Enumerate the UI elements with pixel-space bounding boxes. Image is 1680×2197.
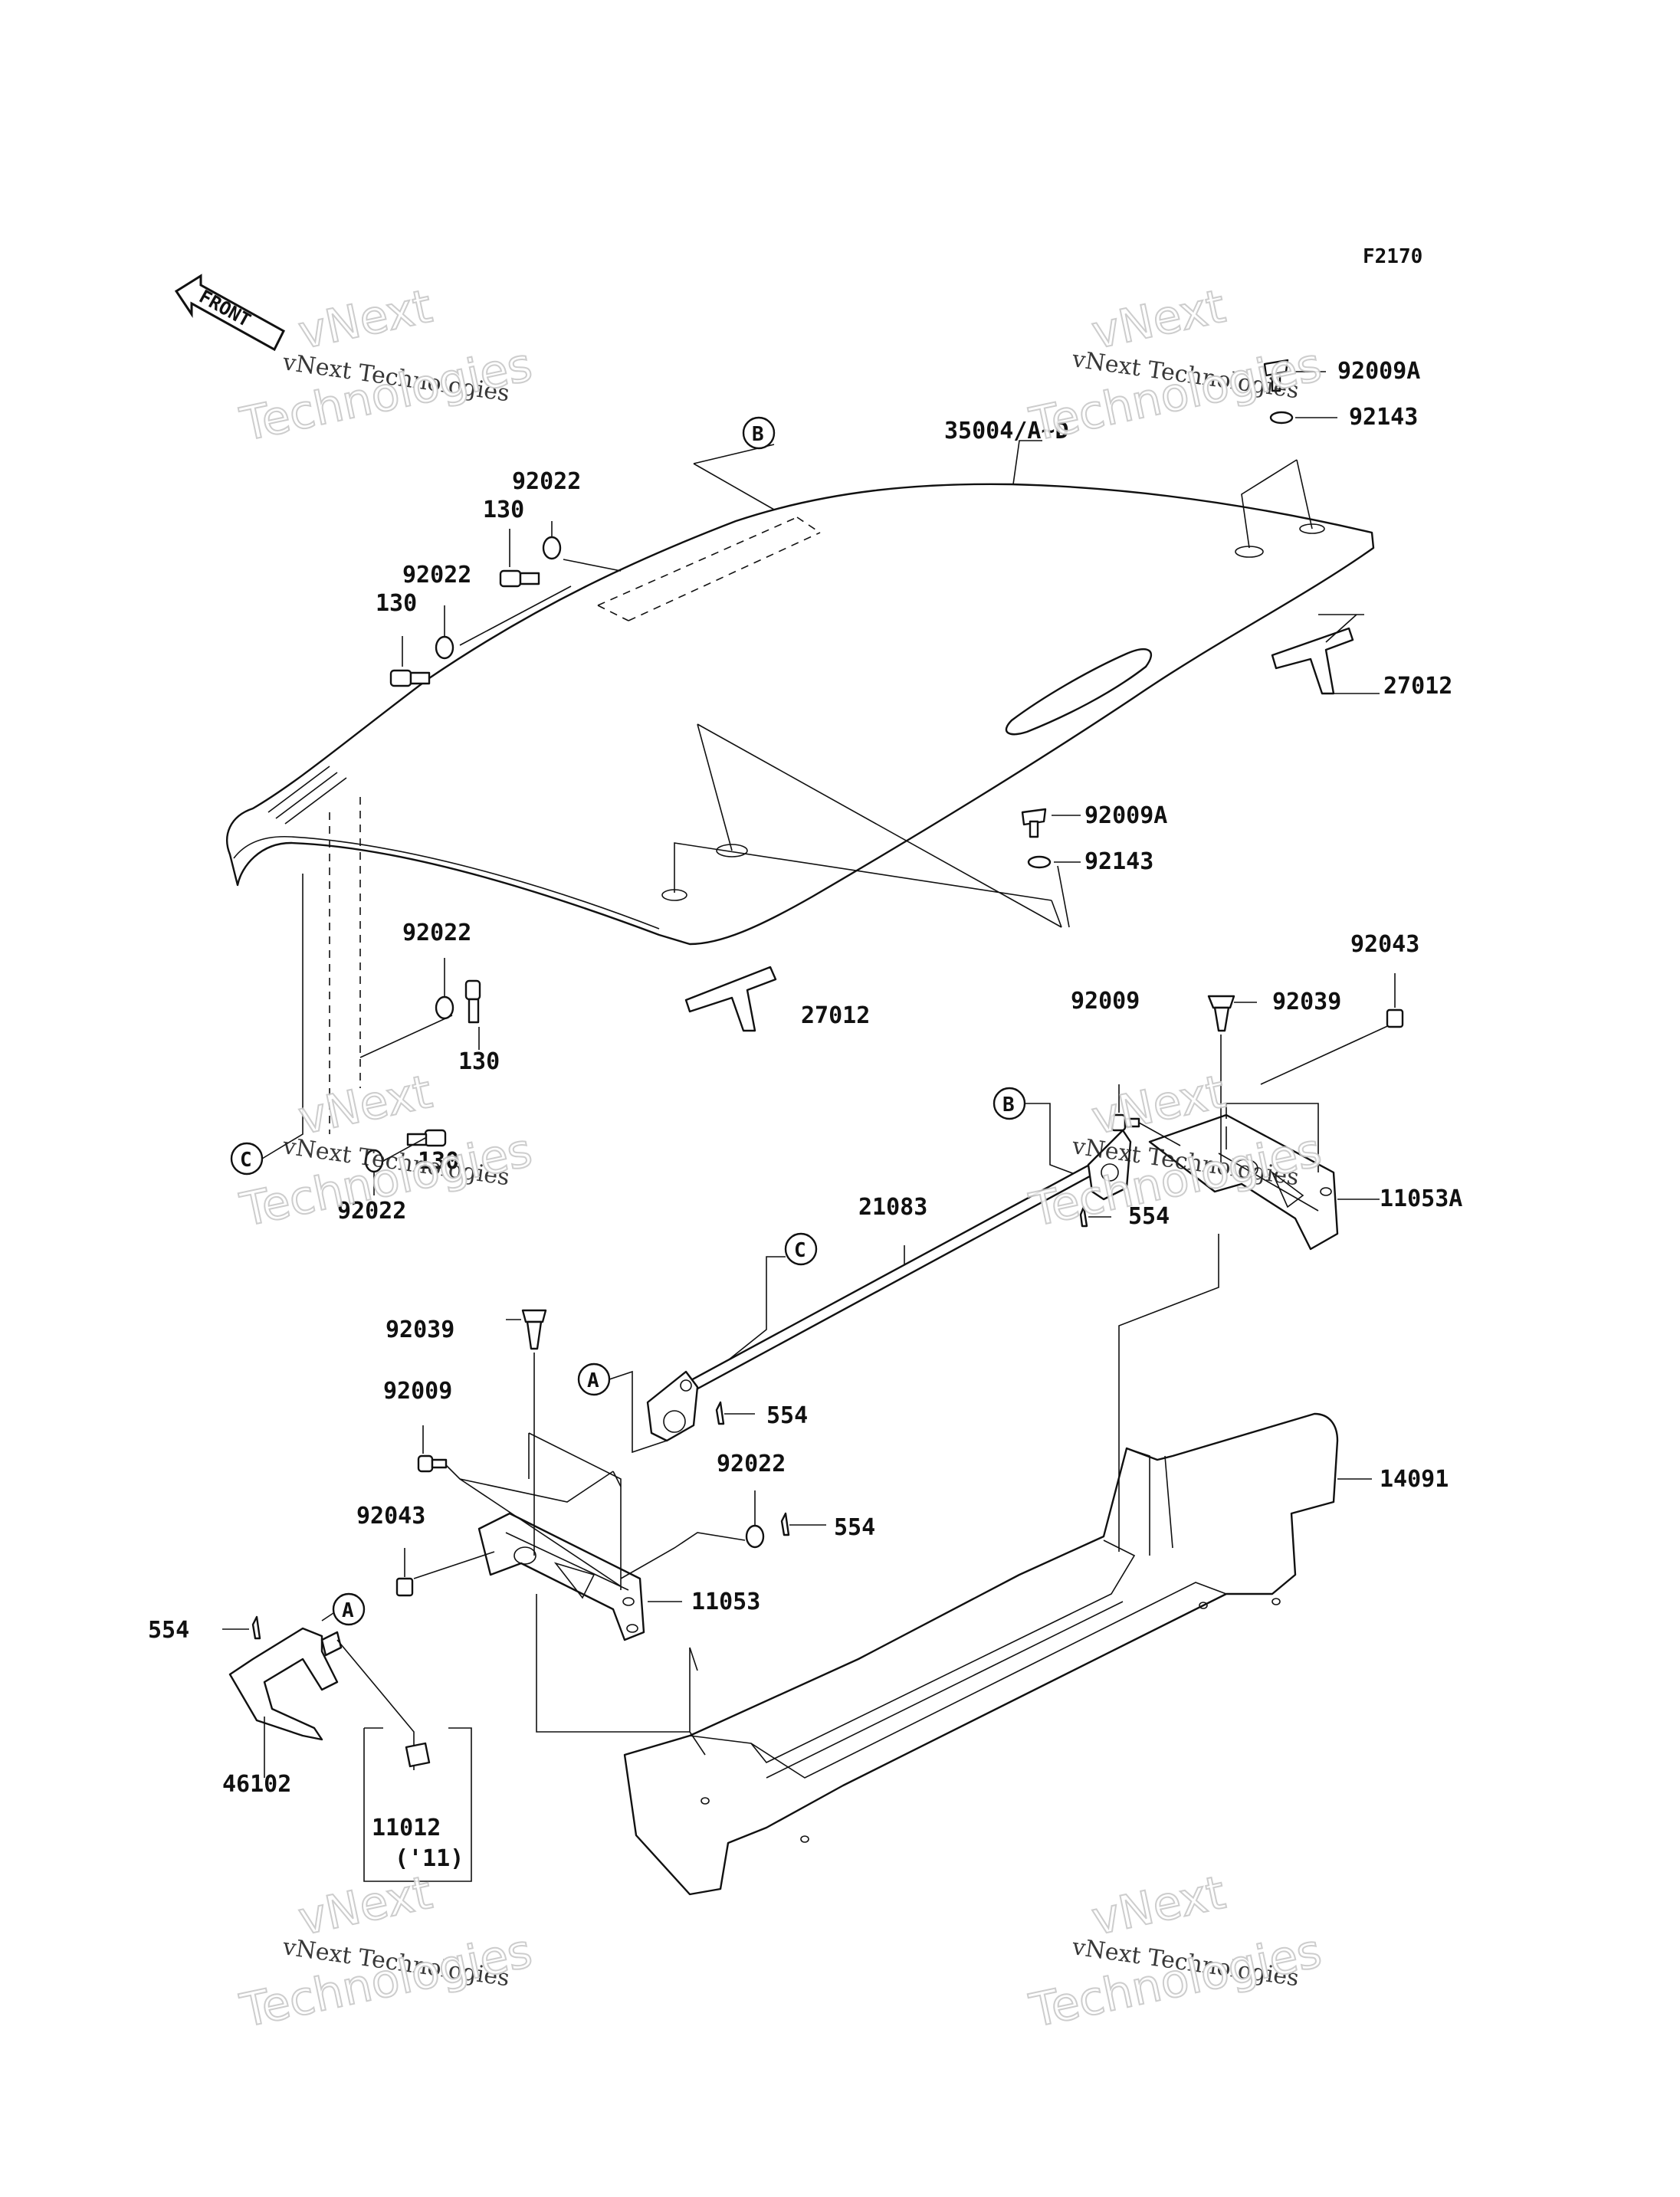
callout-a-mid-letter: A bbox=[587, 1369, 599, 1392]
bracket-11053a bbox=[1148, 1113, 1339, 1251]
svg-text:vNext: vNext bbox=[294, 1866, 437, 1946]
callout-a-mid: A bbox=[577, 1362, 668, 1454]
washer-92143-mid bbox=[1027, 855, 1052, 869]
pin-554-right bbox=[1079, 1205, 1088, 1228]
label-92009-right: 92009 bbox=[1071, 988, 1140, 1015]
label-92009-left: 92009 bbox=[383, 1378, 452, 1405]
label-92009a-mid: 92009A bbox=[1084, 802, 1167, 829]
label-130-top1: 130 bbox=[483, 497, 524, 523]
screw-92009-left bbox=[417, 1454, 448, 1473]
front-arrow-label: FRONT bbox=[195, 286, 254, 332]
callout-c-mid: C bbox=[727, 1232, 818, 1361]
lever-46102 bbox=[228, 1627, 343, 1741]
label-92022-top1: 92022 bbox=[512, 468, 581, 495]
bracket-11053 bbox=[477, 1512, 645, 1641]
label-554-mid2: 554 bbox=[834, 1514, 875, 1541]
label-92143-mid: 92143 bbox=[1084, 848, 1153, 875]
label-92022-left1: 92022 bbox=[402, 920, 471, 946]
label-130-left1: 130 bbox=[458, 1048, 500, 1075]
clip-92039-right bbox=[1207, 995, 1235, 1032]
label-92022-left2: 92022 bbox=[337, 1198, 406, 1225]
label-92043-right: 92043 bbox=[1350, 931, 1419, 958]
svg-text:Technologies: Technologies bbox=[236, 338, 537, 452]
label-92039-left: 92039 bbox=[386, 1317, 454, 1343]
guard-14091 bbox=[623, 1412, 1339, 1896]
svg-text:Technologies: Technologies bbox=[236, 1924, 537, 2038]
callout-a-left: A bbox=[321, 1592, 366, 1626]
label-35004: 35004/A~D bbox=[944, 418, 1069, 444]
svg-text:vNext: vNext bbox=[1088, 1866, 1230, 1946]
label-11012: 11012 bbox=[372, 1815, 441, 1841]
washer-92022-mid bbox=[745, 1524, 765, 1549]
callout-c-left: C bbox=[230, 874, 304, 1176]
pin-554-mid bbox=[715, 1401, 725, 1425]
label-21083: 21083 bbox=[858, 1194, 927, 1221]
label-11012-note: ('11) bbox=[395, 1845, 464, 1872]
pin-554-mid2 bbox=[780, 1512, 790, 1536]
svg-text:Technologies: Technologies bbox=[1025, 1924, 1327, 2038]
svg-text:Technologies: Technologies bbox=[1025, 338, 1327, 452]
label-11053: 11053 bbox=[691, 1589, 760, 1615]
label-92009a-top: 92009A bbox=[1337, 358, 1420, 385]
bolt-92043-right bbox=[1386, 1008, 1404, 1028]
label-92022-mid: 92022 bbox=[717, 1451, 786, 1477]
label-92143-top: 92143 bbox=[1349, 404, 1418, 431]
rod-21083 bbox=[646, 1129, 1132, 1442]
roof-panel bbox=[226, 483, 1375, 1134]
label-27012-mid: 27012 bbox=[801, 1002, 870, 1029]
washer-92022-left2 bbox=[364, 1149, 384, 1173]
svg-text:vNext: vNext bbox=[1088, 280, 1230, 360]
clip-92039-left bbox=[521, 1309, 547, 1350]
bolt-130-left1 bbox=[464, 979, 481, 1024]
callout-c-mid-letter: C bbox=[794, 1239, 806, 1262]
bolt-92009a-top bbox=[1263, 359, 1289, 392]
label-554-mid: 554 bbox=[766, 1402, 808, 1429]
label-130-left2: 130 bbox=[418, 1148, 459, 1175]
watermark-top-left: vNext vNext Technologies Technologies bbox=[235, 279, 538, 453]
screw-92009-right bbox=[1110, 1113, 1140, 1132]
label-14091: 14091 bbox=[1380, 1466, 1449, 1493]
label-11053a: 11053A bbox=[1380, 1185, 1462, 1212]
label-92043-left: 92043 bbox=[356, 1503, 425, 1530]
pin-554-left bbox=[251, 1615, 261, 1640]
watermark-bottom-right: vNext vNext Technologies Technologies bbox=[1025, 1865, 1327, 2039]
label-92039-right: 92039 bbox=[1272, 989, 1341, 1015]
bolt-130-top2 bbox=[389, 669, 431, 687]
sleeve-11012 bbox=[405, 1742, 431, 1768]
label-27012-right: 27012 bbox=[1383, 673, 1452, 700]
watermark-bottom-left: vNext vNext Technologies Technologies bbox=[235, 1865, 538, 2039]
watermark-mid-right: vNext vNext Technologies Technologies bbox=[1025, 1064, 1327, 1238]
callout-c-left-letter: C bbox=[240, 1149, 252, 1172]
clip-27012-right bbox=[1271, 614, 1364, 695]
label-130-top2: 130 bbox=[376, 590, 417, 617]
washer-92143-top bbox=[1269, 411, 1294, 425]
bolt-92043-left bbox=[395, 1577, 414, 1597]
label-92022-top2: 92022 bbox=[402, 562, 471, 589]
front-arrow-icon: FRONT bbox=[174, 274, 285, 352]
callout-b-right-letter: B bbox=[1002, 1094, 1015, 1117]
callout-b-top-letter: B bbox=[752, 423, 764, 446]
bolt-130-top1 bbox=[499, 569, 540, 588]
washer-92022-top1 bbox=[542, 536, 562, 560]
washer-92022-left1 bbox=[435, 995, 454, 1020]
callout-b-top: B bbox=[742, 416, 776, 450]
bolt-92009a-mid bbox=[1021, 808, 1047, 838]
label-554-right: 554 bbox=[1128, 1203, 1170, 1230]
label-554-left: 554 bbox=[148, 1617, 189, 1644]
svg-text:vNext: vNext bbox=[294, 280, 437, 360]
watermark-top-right: vNext vNext Technologies Technologies bbox=[1025, 279, 1327, 453]
figure-code: F2170 bbox=[1363, 245, 1422, 268]
washer-92022-top2 bbox=[435, 635, 454, 660]
callout-b-right: B bbox=[993, 1087, 1081, 1177]
label-46102: 46102 bbox=[222, 1771, 291, 1798]
callout-a-left-letter: A bbox=[342, 1599, 354, 1622]
clip-27012-mid bbox=[684, 966, 777, 1032]
